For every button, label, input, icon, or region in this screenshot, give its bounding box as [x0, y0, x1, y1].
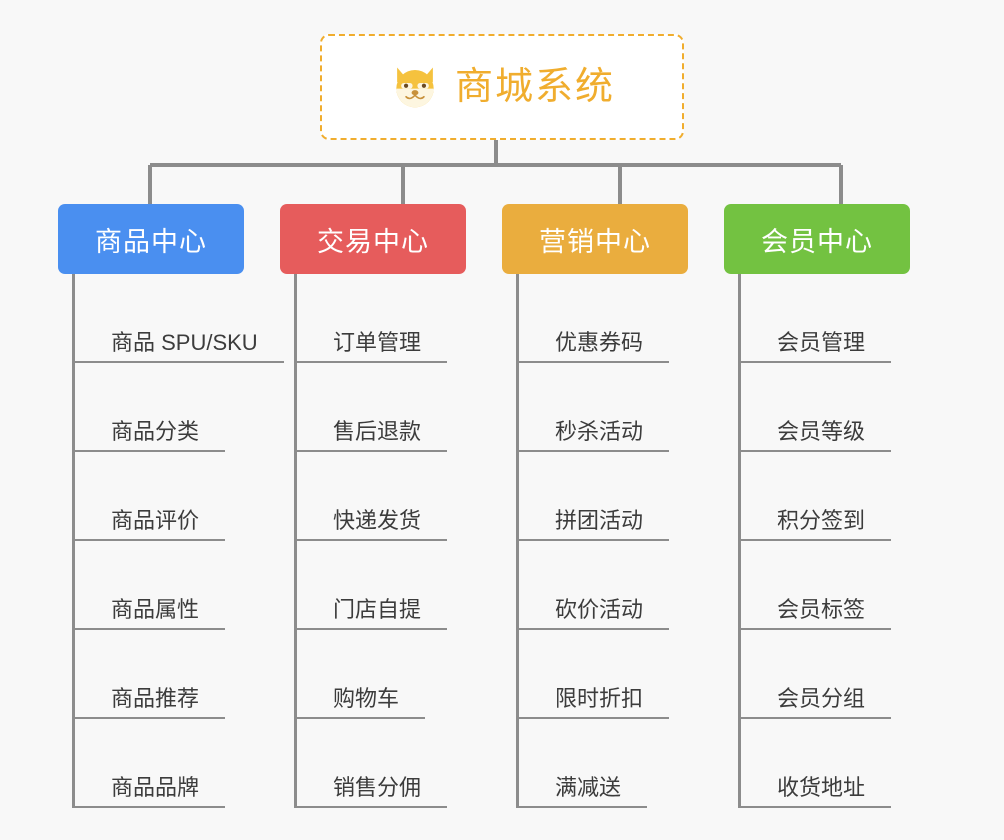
category-header-1[interactable]: 商品中心 [58, 204, 244, 274]
tree-leaf-item[interactable]: 售后退款 [297, 363, 448, 452]
tree-leaf-item[interactable]: 满减送 [519, 719, 648, 808]
category-item-list: 订单管理售后退款快递发货门店自提购物车销售分佣 [294, 274, 448, 808]
tree-leaf-item[interactable]: 砍价活动 [519, 541, 670, 630]
tree-leaf-item[interactable]: 购物车 [297, 630, 426, 719]
root-node-container: 商城系统 [0, 34, 1004, 140]
tree-leaf-item[interactable]: 会员分组 [741, 630, 892, 719]
tree-leaf-item[interactable]: 门店自提 [297, 541, 448, 630]
tree-leaf-item[interactable]: 商品品牌 [75, 719, 226, 808]
tree-leaf-item[interactable]: 商品评价 [75, 452, 226, 541]
tree-leaf-item[interactable]: 快递发货 [297, 452, 448, 541]
shiba-dog-face-icon [396, 67, 434, 108]
tree-leaf-item[interactable]: 商品属性 [75, 541, 226, 630]
tree-leaf-item[interactable]: 商品 SPU/SKU [75, 284, 284, 363]
category-header-3[interactable]: 营销中心 [502, 204, 688, 274]
tree-leaf-item[interactable]: 收货地址 [741, 719, 892, 808]
category-item-list: 优惠券码秒杀活动拼团活动砍价活动限时折扣满减送 [516, 274, 670, 808]
category-header-4[interactable]: 会员中心 [724, 204, 910, 274]
tree-leaf-item[interactable]: 商品分类 [75, 363, 226, 452]
tree-column: 交易中心订单管理售后退款快递发货门店自提购物车销售分佣 [280, 204, 502, 808]
root-node[interactable]: 商城系统 [320, 34, 684, 140]
tree-leaf-item[interactable]: 拼团活动 [519, 452, 670, 541]
root-title: 商城系统 [454, 66, 615, 108]
tree-leaf-item[interactable]: 积分签到 [741, 452, 892, 541]
tree-leaf-item[interactable]: 限时折扣 [519, 630, 670, 719]
tree-leaf-item[interactable]: 会员标签 [741, 541, 892, 630]
tree-leaf-item[interactable]: 销售分佣 [297, 719, 448, 808]
tree-column: 营销中心优惠券码秒杀活动拼团活动砍价活动限时折扣满减送 [502, 204, 724, 808]
tree-leaf-item[interactable]: 会员管理 [741, 284, 892, 363]
tree-leaf-item[interactable]: 订单管理 [297, 284, 448, 363]
tree-leaf-item[interactable]: 秒杀活动 [519, 363, 670, 452]
tree-column: 会员中心会员管理会员等级积分签到会员标签会员分组收货地址 [724, 204, 946, 808]
category-item-list: 会员管理会员等级积分签到会员标签会员分组收货地址 [738, 274, 892, 808]
tree-leaf-item[interactable]: 会员等级 [741, 363, 892, 452]
tree-leaf-item[interactable]: 商品推荐 [75, 630, 226, 719]
category-header-2[interactable]: 交易中心 [280, 204, 466, 274]
tree-leaf-item[interactable]: 优惠券码 [519, 284, 670, 363]
